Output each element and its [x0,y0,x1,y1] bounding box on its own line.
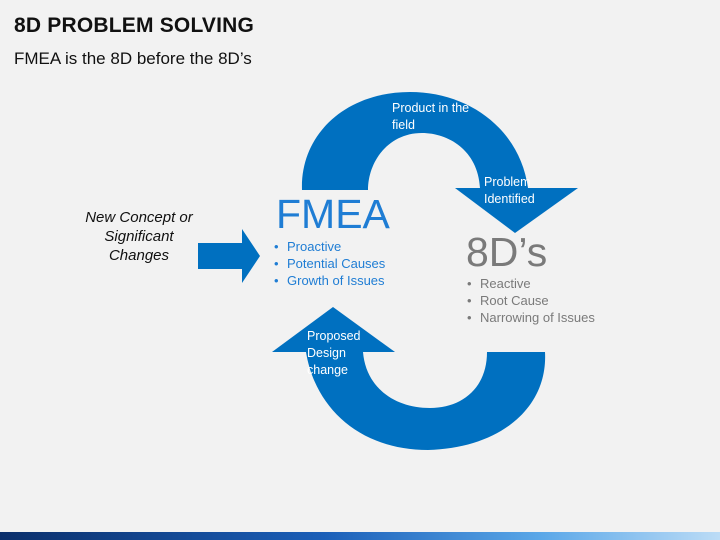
page-subtitle: FMEA is the 8D before the 8D’s [14,49,252,68]
bottom-arrow-head [272,307,395,352]
fmea-bullet-list: Proactive Potential Causes Growth of Iss… [274,238,385,289]
eights-bullet-item: Narrowing of Issues [467,309,595,326]
bottom-arrow-label: Proposed Design change [307,329,361,377]
problem-identified-label: Problem Identified [484,175,535,206]
page-title: 8D PROBLEM SOLVING [14,14,255,37]
top-arrow-head [455,188,578,233]
top-arrow-label: Product in the field [392,101,470,132]
eights-bullet-item: Reactive [467,275,595,292]
input-arrow [198,229,260,283]
fmea-title: FMEA [276,191,390,237]
bottom-arc-arrow [306,352,546,450]
fmea-bullet-item: Potential Causes [274,255,385,272]
fmea-bullet-item: Growth of Issues [274,272,385,289]
top-arc-arrow [301,92,528,190]
eights-bullet-item: Root Cause [467,292,595,309]
eights-title: 8D’s [466,229,548,275]
input-text: New Concept or Significant Changes [85,209,193,264]
eights-bullet-list: Reactive Root Cause Narrowing of Issues [467,275,595,326]
footer-gradient-bar [0,532,720,540]
fmea-bullet-item: Proactive [274,238,385,255]
